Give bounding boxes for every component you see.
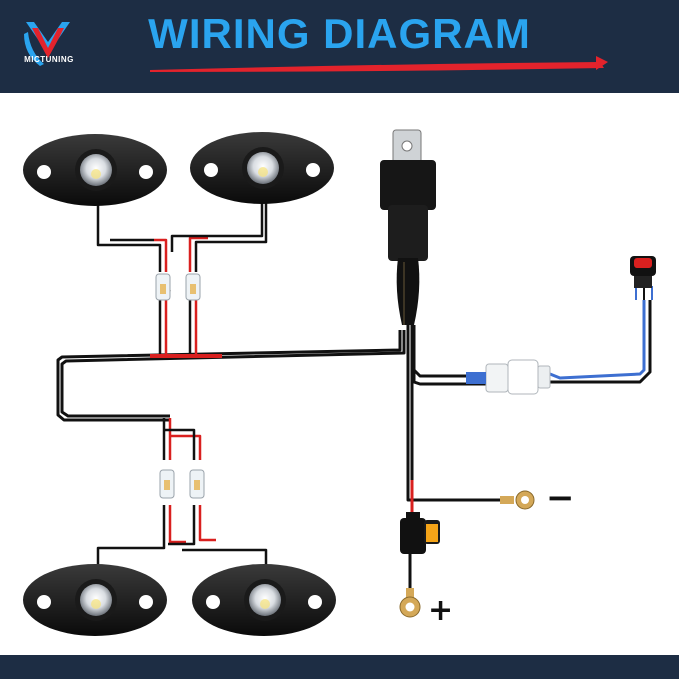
- rock-light-pod-top-left: [23, 134, 167, 206]
- mictuning-logo-icon: [24, 22, 70, 66]
- rock-light-pod-bottom-left: [23, 564, 167, 636]
- bottom-branch-wires: [96, 418, 268, 575]
- header-banner: MICTUNING WIRING DIAGRAM: [0, 0, 679, 93]
- rocker-switch: [630, 256, 656, 288]
- rock-light-pod-top-right: [190, 132, 334, 204]
- page-title: WIRING DIAGRAM: [148, 10, 531, 57]
- positive-ring-terminal: [399, 588, 421, 618]
- header-swoosh: [150, 56, 608, 72]
- wiring-schematic: [23, 129, 656, 636]
- top-branch-wires: [96, 195, 268, 354]
- footer-bar: [0, 655, 679, 679]
- relay: [380, 129, 436, 325]
- positive-terminal-label: +: [428, 593, 454, 628]
- rock-light-pod-bottom-right: [192, 564, 336, 636]
- main-harness-wire: [56, 330, 406, 422]
- fuse-holder: [400, 512, 440, 554]
- top-bullet-connectors: [155, 273, 201, 301]
- power-harness-wire: [406, 286, 653, 590]
- brand-name: MICTUNING: [24, 55, 74, 64]
- ground-ring-terminal: [500, 490, 535, 510]
- negative-terminal-label: −: [546, 478, 575, 518]
- bottom-bullet-connectors: [159, 469, 205, 499]
- plug-connector: [466, 359, 551, 395]
